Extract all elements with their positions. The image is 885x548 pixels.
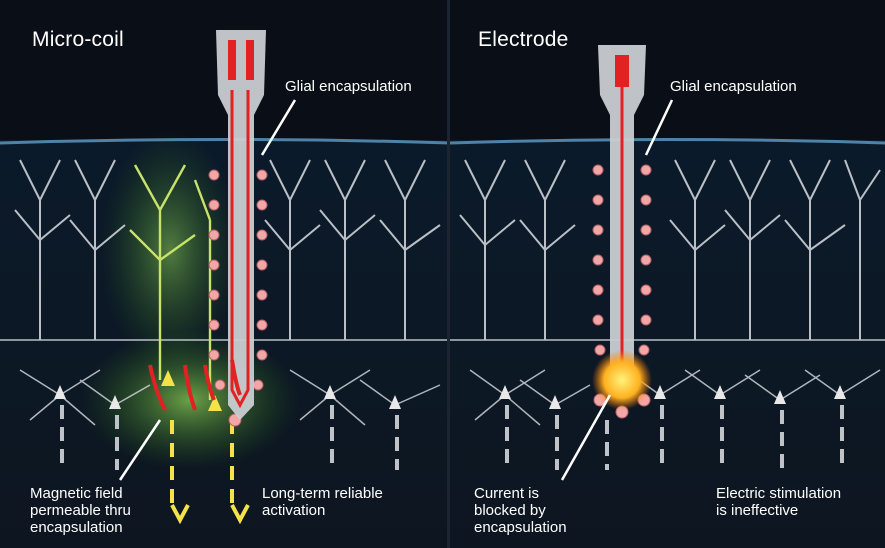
glial-label: Glial encapsulation	[285, 79, 412, 96]
electrode-illustration	[450, 0, 885, 548]
annotation-left: Current is blocked by encapsulation	[474, 486, 567, 536]
annotation-right: Long-term reliable activation	[262, 486, 383, 520]
panel-title: Micro-coil	[32, 28, 124, 52]
annotation-right: Electric stimulation is ineffective	[716, 486, 841, 520]
panel-title: Electrode	[478, 28, 569, 52]
electrode-panel: Electrode Glial encapsulation Current is…	[450, 0, 885, 548]
blocked-current-blob	[592, 350, 652, 410]
glial-label: Glial encapsulation	[670, 79, 797, 96]
micro-coil-panel: Micro-coil Glial encapsulation Magnetic …	[0, 0, 450, 548]
annotation-left: Magnetic field permeable thru encapsulat…	[30, 486, 131, 536]
